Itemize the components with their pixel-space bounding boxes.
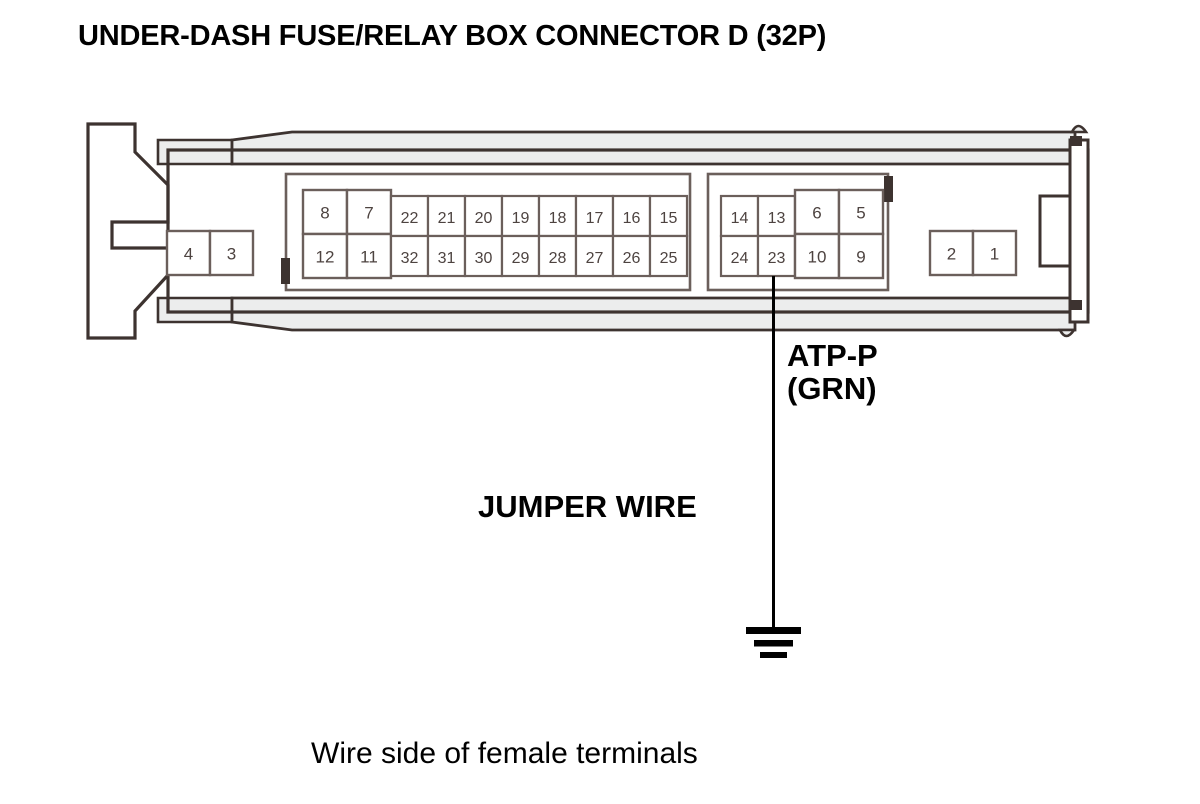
- terminal-cell[interactable]: [837, 232, 885, 280]
- pin-label: 12: [316, 248, 335, 267]
- terminal-cell[interactable]: [648, 194, 689, 238]
- jumper-wire-group: [746, 276, 801, 658]
- inner-housing-right-keynotch: [884, 176, 893, 202]
- pin-label: 29: [512, 250, 530, 267]
- pin-label: 4: [184, 245, 193, 264]
- terminal-cell[interactable]: [426, 194, 467, 238]
- connector-corner-notch-tr: [1070, 136, 1082, 146]
- page-title: UNDER-DASH FUSE/RELAY BOX CONNECTOR D (3…: [78, 20, 827, 52]
- pin-label: 19: [512, 210, 530, 227]
- group-large-left: 8 7 12 11: [301, 188, 393, 280]
- inner-housing-middle-keynotch: [281, 258, 290, 284]
- pin-label: 27: [586, 250, 604, 267]
- terminal-cell[interactable]: [208, 229, 255, 277]
- pin-label: 7: [364, 204, 373, 223]
- pin-label: 21: [438, 210, 456, 227]
- inner-housing-right: [706, 172, 890, 292]
- signal-wire-color: (GRN): [787, 370, 877, 406]
- pin-label: 20: [475, 210, 493, 227]
- pin-label: 32: [401, 250, 419, 267]
- pin-label: 2: [947, 245, 956, 264]
- terminal-cell[interactable]: [389, 234, 430, 278]
- group-left-outer: 4 3: [165, 229, 255, 277]
- pin-label: 23: [768, 250, 786, 267]
- connector-tab-top-right: [1069, 124, 1089, 134]
- pin-label: 6: [812, 204, 821, 223]
- connector-body: [86, 122, 1090, 340]
- pin-label: 13: [768, 210, 786, 227]
- connector-lower-rim-main: [230, 296, 1077, 332]
- inner-housing-middle: [284, 172, 692, 292]
- pin-label: 31: [438, 250, 456, 267]
- signal-label-block: ATP-P (GRN): [787, 338, 878, 406]
- pin-label: 16: [623, 210, 641, 227]
- pin-label: 25: [660, 250, 678, 267]
- terminal-cell[interactable]: [537, 234, 578, 278]
- pin-label: 18: [549, 210, 567, 227]
- terminal-cell[interactable]: [301, 232, 349, 280]
- pin-label: 15: [660, 210, 678, 227]
- pin-label: 9: [856, 248, 865, 267]
- terminal-cell[interactable]: [971, 229, 1018, 277]
- group-small-right: 14 13 24 23: [719, 194, 797, 278]
- pin-label: 3: [227, 245, 236, 264]
- pin-label: 10: [808, 248, 827, 267]
- terminal-cell[interactable]: [537, 194, 578, 238]
- group-small-middle: 22 21 20 19 18 17 16 15 32 31 30 29 28: [389, 194, 689, 278]
- connector-outer-outline: [86, 122, 170, 340]
- pin-label: 5: [856, 204, 865, 223]
- earth-ground-icon: [746, 627, 801, 658]
- connector-tab-bottom-right: [1057, 328, 1077, 338]
- pin-label: 8: [320, 204, 329, 223]
- connector-right-wall: [1068, 138, 1090, 324]
- terminal-cell[interactable]: [301, 188, 349, 236]
- connector-corner-notch-br: [1070, 300, 1082, 310]
- terminal-cell[interactable]: [426, 234, 467, 278]
- connector-upper-rim-main: [230, 130, 1077, 166]
- terminal-cell[interactable]: [500, 234, 541, 278]
- terminal-cell[interactable]: [574, 194, 615, 238]
- pin-label: 14: [731, 210, 749, 227]
- terminal-cell[interactable]: [648, 234, 689, 278]
- pin-label: 26: [623, 250, 641, 267]
- group-right-outer: 2 1: [928, 229, 1018, 277]
- diagram-caption: Wire side of female terminals: [311, 737, 698, 770]
- pin-label: 22: [401, 210, 419, 227]
- group-large-right: 6 5 10 9: [793, 188, 885, 280]
- pin-label: 17: [586, 210, 604, 227]
- pin-label: 11: [360, 248, 378, 267]
- terminal-cell[interactable]: [389, 194, 430, 238]
- connector-latch-slot: [1038, 194, 1072, 268]
- terminal-cell[interactable]: [345, 232, 393, 280]
- signal-name: ATP-P: [787, 338, 878, 373]
- jumper-wire-label: JUMPER WIRE: [478, 489, 697, 524]
- terminal-cell[interactable]: [165, 229, 212, 277]
- pin-label: 28: [549, 250, 567, 267]
- pin-label: 24: [731, 250, 749, 267]
- pin-label: 1: [990, 245, 999, 264]
- terminal-cell[interactable]: [500, 194, 541, 238]
- pin-label: 30: [475, 250, 493, 267]
